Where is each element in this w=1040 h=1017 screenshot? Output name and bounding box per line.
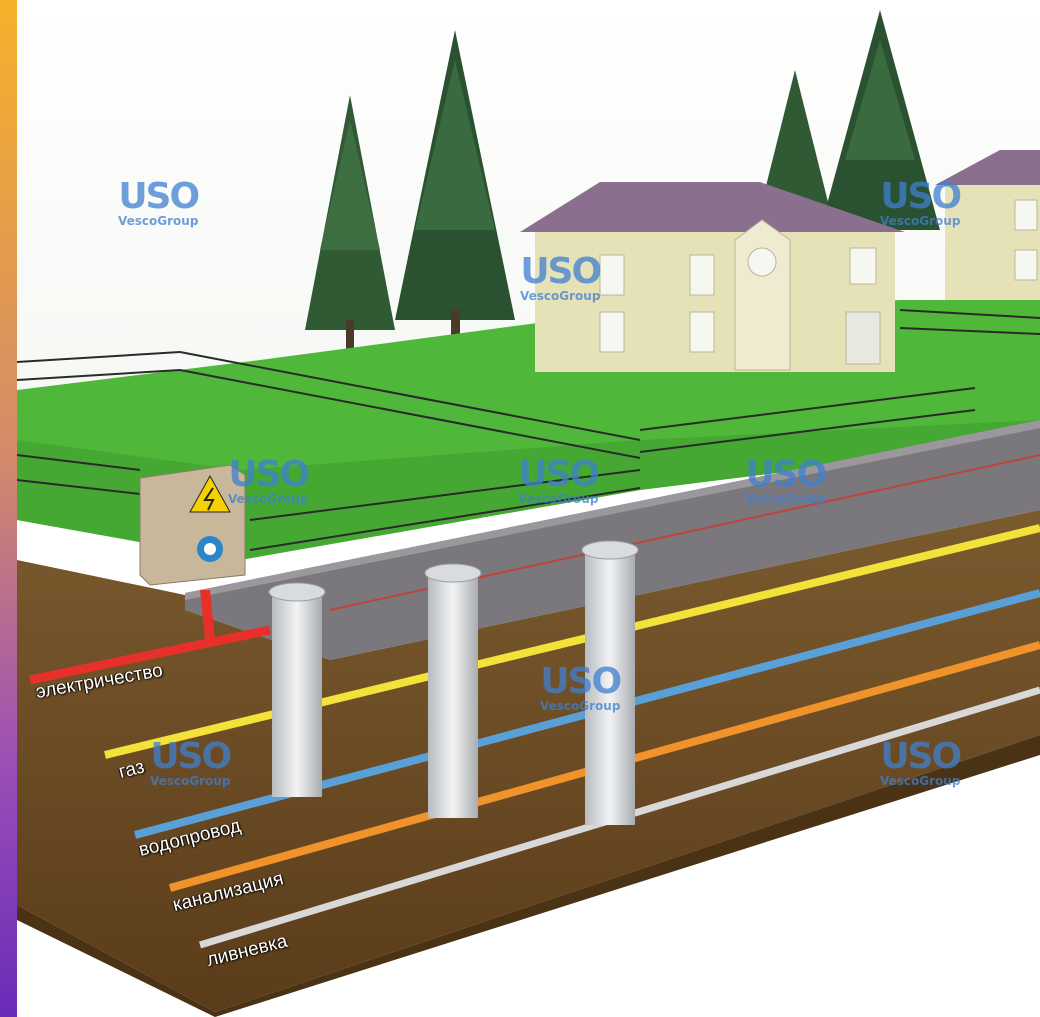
utility-cabinet bbox=[139, 464, 246, 640]
watermark-mark: USO bbox=[540, 661, 622, 702]
watermark-brand: VescoGroup bbox=[880, 214, 961, 228]
watermark-mark: USO bbox=[880, 736, 962, 777]
watermark-brand: VescoGroup bbox=[228, 492, 309, 506]
watermark: USO VescoGroup bbox=[520, 251, 602, 304]
watermark: USO VescoGroup bbox=[745, 454, 827, 507]
watermark: USO VescoGroup bbox=[540, 661, 622, 714]
watermark-mark: USO bbox=[745, 454, 827, 495]
gas-line bbox=[104, 524, 1040, 759]
watermark-mark: USO bbox=[518, 454, 600, 495]
watermark-brand: VescoGroup bbox=[540, 699, 621, 713]
watermark: USO VescoGroup bbox=[518, 454, 600, 507]
fence bbox=[16, 309, 1040, 551]
watermark-mark: USO bbox=[118, 176, 200, 217]
watermark-brand: VescoGroup bbox=[745, 492, 826, 506]
road bbox=[185, 420, 1040, 660]
watermark: USO VescoGroup bbox=[880, 736, 962, 789]
watermark-mark: USO bbox=[520, 251, 602, 292]
watermark: USO VescoGroup bbox=[228, 454, 310, 507]
electricity-line bbox=[29, 625, 271, 685]
watermark: USO VescoGroup bbox=[880, 176, 962, 229]
watermark: USO VescoGroup bbox=[118, 176, 200, 229]
watermark-brand: VescoGroup bbox=[880, 774, 961, 788]
watermark-brand: VescoGroup bbox=[150, 774, 231, 788]
watermark-brand: VescoGroup bbox=[518, 492, 599, 506]
house bbox=[520, 150, 1040, 372]
watermark-brand: VescoGroup bbox=[520, 289, 601, 303]
watermark-mark: USO bbox=[150, 736, 232, 777]
support-pillars bbox=[268, 540, 639, 825]
watermark-mark: USO bbox=[228, 454, 310, 495]
accent-bar bbox=[0, 0, 17, 1017]
watermark-mark: USO bbox=[880, 176, 962, 217]
watermark-brand: VescoGroup bbox=[118, 214, 199, 228]
watermark: USO VescoGroup bbox=[150, 736, 232, 789]
soil-cross-section bbox=[17, 510, 1040, 1012]
